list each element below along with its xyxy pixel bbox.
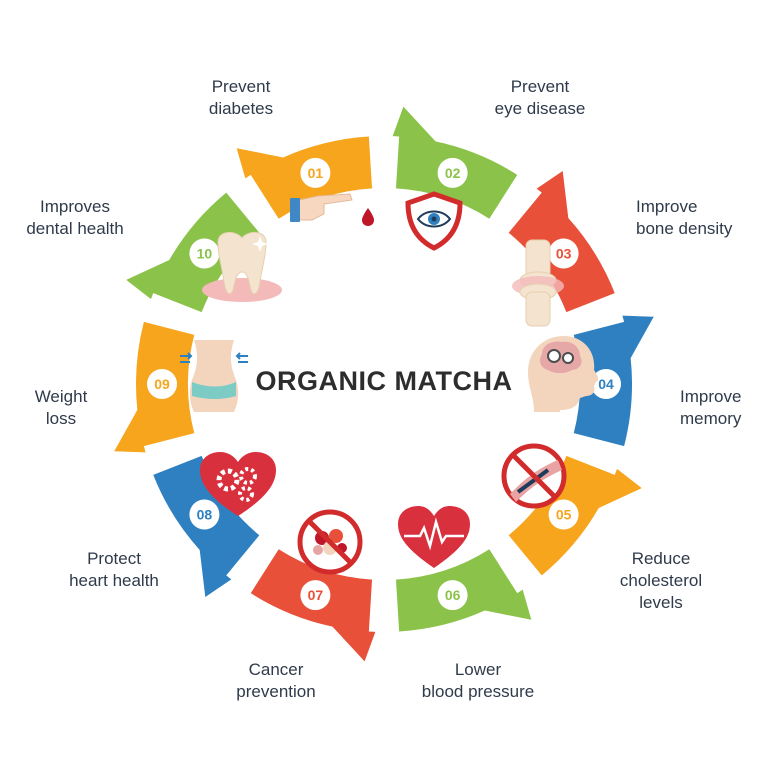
benefit-label-01: Prevent diabetes [208, 77, 274, 118]
segment-number-05: 05 [556, 506, 572, 522]
segment-number-06: 06 [445, 587, 461, 603]
segment-number-01: 01 [308, 165, 324, 181]
segment-number-badge-05 [548, 499, 579, 530]
slim-waist-icon [180, 340, 248, 412]
brain-head-icon [528, 336, 599, 412]
benefit-label-07: Cancer prevention [236, 660, 316, 701]
segment-number-03: 03 [556, 246, 572, 262]
benefit-label-02: Prevent eye disease [494, 77, 586, 118]
segment-number-badge-07 [300, 580, 331, 611]
segment-number-04: 04 [598, 376, 614, 392]
segment-number-07: 07 [308, 587, 324, 603]
segment-number-badge-01 [300, 157, 331, 188]
benefit-label-03: Improve bone density [636, 197, 733, 238]
benefit-label-09: Weight loss [34, 387, 88, 428]
segment-number-badge-10 [189, 238, 220, 269]
benefit-label-08: Protect heart health [69, 549, 159, 590]
segment-number-08: 08 [197, 506, 213, 522]
segment-number-02: 02 [445, 165, 461, 181]
heart-pulse-icon [398, 506, 470, 568]
segment-number-badge-03 [548, 238, 579, 269]
center-title: ORGANIC MATCHA [255, 366, 513, 396]
segment-number-badge-02 [437, 157, 468, 188]
segment-number-10: 10 [197, 246, 213, 262]
segment-number-09: 09 [154, 376, 170, 392]
blocked-artery-icon [501, 443, 567, 509]
eye-shield-icon [405, 191, 463, 251]
benefit-label-06: Lower blood pressure [421, 660, 535, 701]
no-cancer-cells-icon [297, 509, 363, 575]
segment-number-badge-08 [189, 499, 220, 530]
heart-gears-icon [200, 452, 276, 516]
benefit-label-04: Improve memory [680, 387, 742, 428]
tooth-icon [202, 232, 282, 302]
benefit-label-05: Reduce cholesterol levels [619, 549, 703, 612]
benefit-label-10: Improves dental health [26, 197, 124, 238]
segment-number-badge-09 [147, 369, 177, 399]
knee-joint-icon [512, 239, 564, 327]
segment-number-badge-04 [591, 369, 621, 399]
finger-blood-drop-icon [289, 193, 374, 226]
segment-number-badge-06 [437, 580, 468, 611]
